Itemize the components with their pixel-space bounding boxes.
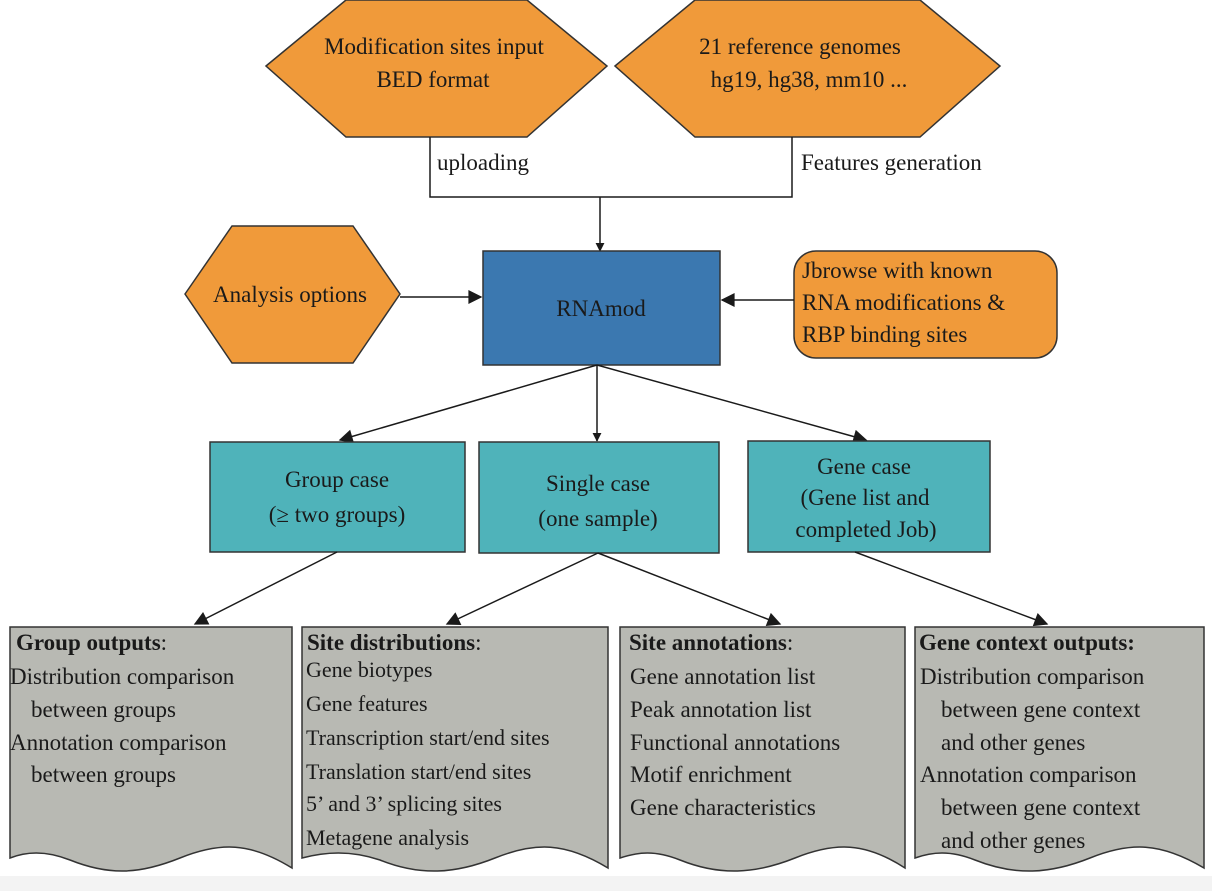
gene-context-item: Distribution comparison bbox=[920, 664, 1145, 689]
site-annotations-colon: : bbox=[787, 630, 793, 655]
group-case-box bbox=[209, 441, 466, 553]
gene-case-line1: Gene case bbox=[817, 454, 911, 479]
group-outputs-doc bbox=[9, 626, 293, 872]
jbrowse-box bbox=[793, 250, 1058, 359]
input-merge-connector bbox=[429, 137, 793, 198]
group-case-line2: (≥ two groups) bbox=[269, 502, 406, 527]
group-outputs-colon: : bbox=[161, 630, 167, 655]
single-case-line1: Single case bbox=[546, 471, 650, 496]
site-annotations-item: Peak annotation list bbox=[630, 697, 812, 722]
reference-genomes-hexagon bbox=[613, 0, 1002, 138]
group-outputs-item: Distribution comparison bbox=[10, 664, 235, 689]
analysis-options-label: Analysis options bbox=[213, 282, 367, 307]
single-case-box bbox=[478, 441, 720, 554]
gene-context-title: Gene context outputs: bbox=[919, 630, 1135, 655]
site-distributions-title-line: Site distributions: bbox=[307, 630, 481, 655]
gene-context-doc bbox=[914, 626, 1205, 872]
site-annotations-item: Gene characteristics bbox=[630, 795, 816, 820]
site-annotations-doc bbox=[619, 626, 906, 872]
group-outputs-title-line: Group outputs: bbox=[16, 630, 167, 655]
single-case-line2: (one sample) bbox=[538, 506, 657, 531]
jbrowse-line3: RBP binding sites bbox=[802, 322, 967, 347]
gene-context-item: between gene context bbox=[941, 697, 1141, 722]
rnamod-to-group-arrow bbox=[338, 364, 598, 444]
rnamod-box bbox=[482, 250, 721, 366]
group-outputs-item: between groups bbox=[31, 697, 176, 722]
group-case-line1: Group case bbox=[285, 467, 389, 492]
gene-to-context-arrow bbox=[854, 551, 1049, 627]
modification-input-line1: Modification sites input bbox=[324, 34, 544, 59]
gene-case-line2: (Gene list and bbox=[800, 485, 930, 510]
single-to-distributions-arrow bbox=[445, 552, 599, 625]
gene-context-item: and other genes bbox=[941, 730, 1085, 755]
group-outputs-item: between groups bbox=[31, 762, 176, 787]
site-annotations-item: Gene annotation list bbox=[630, 664, 816, 689]
rnamod-label: RNAmod bbox=[556, 296, 646, 321]
jbrowse-line1: Jbrowse with known bbox=[802, 258, 993, 283]
rnamod-to-gene-arrow bbox=[596, 364, 868, 444]
site-distributions-item: Metagene analysis bbox=[306, 825, 469, 850]
reference-genomes-line2: hg19, hg38, mm10 ... bbox=[711, 67, 908, 92]
gene-context-item: Annotation comparison bbox=[920, 762, 1137, 787]
modification-input-hexagon bbox=[264, 0, 609, 138]
features-generation-label: Features generation bbox=[801, 150, 982, 175]
site-distributions-item: Translation start/end sites bbox=[306, 759, 531, 784]
gene-case-box bbox=[747, 440, 991, 553]
jbrowse-line2: RNA modifications & bbox=[802, 290, 1005, 315]
reference-genomes-line1: 21 reference genomes bbox=[699, 34, 901, 59]
site-annotations-item: Motif enrichment bbox=[630, 762, 792, 787]
gene-context-item: between gene context bbox=[941, 795, 1141, 820]
single-to-annotations-arrow bbox=[597, 552, 782, 626]
site-annotations-item: Functional annotations bbox=[630, 730, 840, 755]
site-distributions-title: Site distributions bbox=[307, 630, 475, 655]
group-outputs-item: Annotation comparison bbox=[10, 730, 227, 755]
site-distributions-item: 5’ and 3’ splicing sites bbox=[306, 791, 502, 816]
gene-case-line3: completed Job) bbox=[795, 517, 936, 542]
gene-context-item: and other genes bbox=[941, 828, 1085, 853]
site-distributions-colon: : bbox=[475, 630, 481, 655]
site-annotations-title: Site annotations bbox=[629, 630, 787, 655]
site-distributions-item: Gene features bbox=[306, 691, 428, 716]
modification-input-line2: BED format bbox=[376, 67, 490, 92]
analysis-options-hexagon bbox=[184, 225, 401, 364]
site-distributions-item: Gene biotypes bbox=[306, 657, 432, 682]
bottom-strip bbox=[0, 876, 1212, 891]
site-distributions-item: Transcription start/end sites bbox=[306, 725, 550, 750]
site-annotations-title-line: Site annotations: bbox=[629, 630, 793, 655]
site-distributions-doc bbox=[301, 626, 609, 872]
group-outputs-title: Group outputs bbox=[16, 630, 161, 655]
uploading-label: uploading bbox=[437, 150, 529, 175]
group-to-outputs-arrow bbox=[193, 551, 338, 625]
